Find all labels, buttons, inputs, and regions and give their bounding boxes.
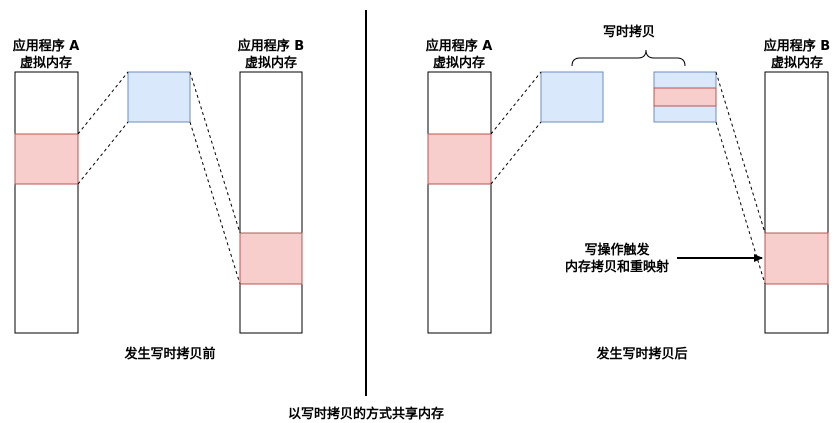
- right-original-page: [540, 71, 604, 123]
- left-panel: 应用程序 A 虚拟内存 应用程序 B 虚拟内存 发生写时拷贝前: [13, 38, 305, 362]
- right-app-b-shared-region: [764, 232, 829, 285]
- right-app-b-memory: [764, 71, 829, 334]
- right-map-b-bottom: [715, 121, 766, 285]
- right-map-a-bottom: [490, 121, 542, 185]
- left-app-a-shared-region: [14, 133, 79, 185]
- right-copied-page-dirty-region: [653, 87, 717, 107]
- right-app-a-shared-region: [427, 133, 492, 185]
- left-app-b-shared-region: [239, 232, 303, 285]
- left-app-b-label-line2: 虚拟内存: [245, 55, 297, 71]
- right-app-a-memory: [427, 71, 492, 334]
- left-app-b-memory: [239, 71, 303, 334]
- right-app-a-label-line1: 应用程序 A: [426, 38, 493, 54]
- right-app-b-label-line1: 应用程序 B: [764, 38, 830, 54]
- right-app-b-label-line2: 虚拟内存: [771, 55, 823, 71]
- right-map-a-top: [490, 71, 542, 135]
- left-map-a-top: [77, 71, 129, 135]
- left-map-b-bottom: [189, 121, 241, 285]
- right-app-a-label-line2: 虚拟内存: [433, 55, 485, 71]
- left-app-a-label-line1: 应用程序 A: [13, 38, 80, 54]
- right-caption: 发生写时拷贝后: [595, 346, 687, 362]
- cow-brace: [571, 49, 686, 67]
- cow-brace-label: 写时拷贝: [603, 24, 655, 40]
- left-app-a-memory: [14, 71, 79, 334]
- left-caption: 发生写时拷贝前: [123, 346, 215, 362]
- left-app-b-label-line1: 应用程序 B: [238, 38, 304, 54]
- right-map-b-top: [715, 71, 766, 234]
- left-map-b-top: [189, 71, 241, 234]
- annotation-line2: 内存拷贝和重映射: [565, 259, 669, 275]
- annotation-line1: 写操作触发: [584, 242, 650, 258]
- left-app-a-label-line2: 虚拟内存: [20, 55, 72, 71]
- footer-caption: 以写时拷贝的方式共享内存: [288, 406, 444, 422]
- left-map-a-bottom: [77, 121, 129, 185]
- left-shared-page: [127, 71, 191, 123]
- right-panel: 应用程序 A 虚拟内存 写时拷贝 应用程序 B 虚拟内存 写操作触发 内存拷贝和…: [426, 24, 831, 362]
